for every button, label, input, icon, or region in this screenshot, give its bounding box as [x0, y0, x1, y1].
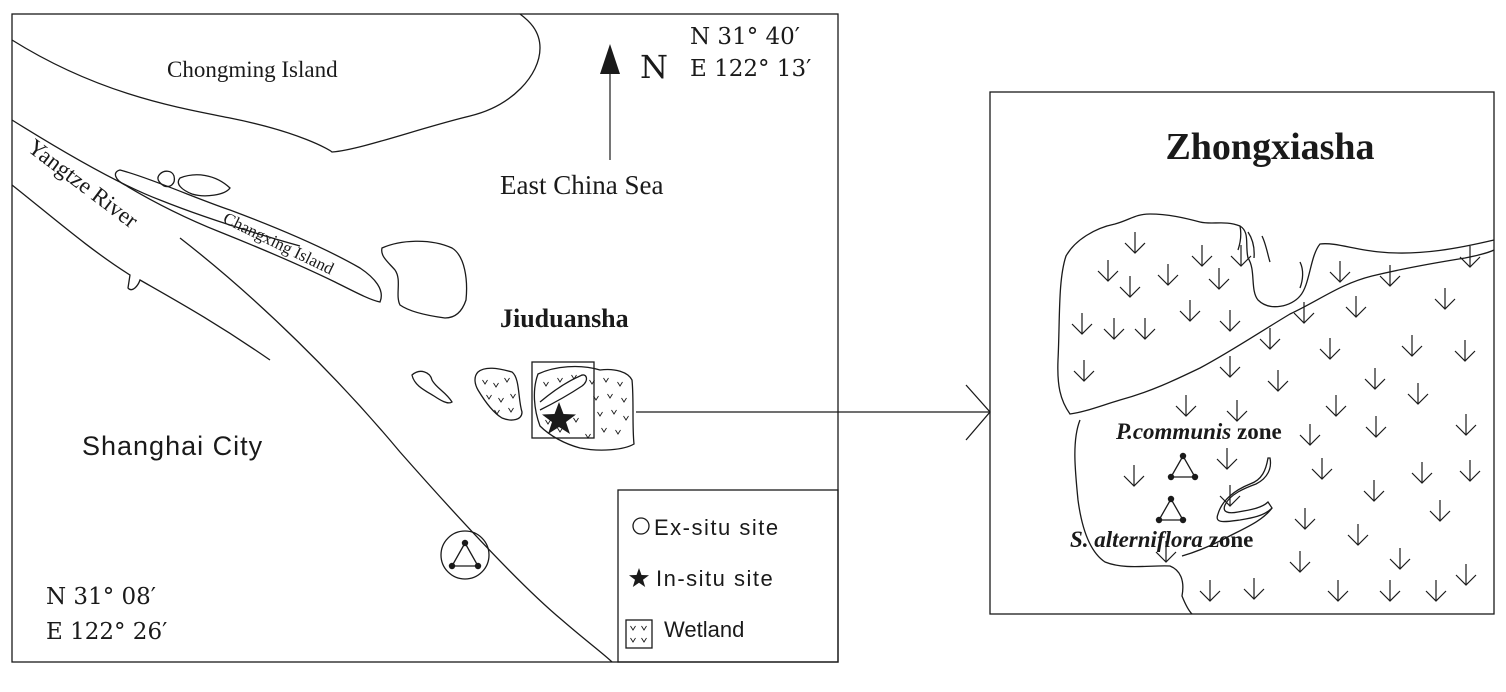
changxing-island: [114, 169, 382, 303]
east-china-sea-label: East China Sea: [500, 170, 663, 200]
inset-map: Zhongxiasha: [989, 91, 1495, 615]
wetland-east-patch: [533, 365, 635, 451]
legend-wetland-label: Wetland: [664, 617, 744, 642]
yangtze-south-bank: [11, 184, 271, 361]
coord-ne-lon: E 122° 13′: [690, 56, 811, 82]
coord-sw-lon: E 122° 26′: [46, 619, 167, 645]
inset-south-coast: [1074, 419, 1193, 615]
legend-in-situ-label: In-situ site: [656, 566, 774, 591]
wetland-west-patch: [474, 367, 523, 421]
inset-central-creek: [1216, 457, 1273, 523]
s-alterniflora-zone-label: S. alterniflora zone: [1070, 527, 1253, 552]
jiuduansha-wetlands: [474, 361, 635, 451]
shoal-island: [411, 370, 453, 404]
star-icon: [629, 568, 649, 587]
shanghai-label: Shanghai City: [82, 431, 263, 461]
hengsha-island: [381, 240, 468, 319]
legend-ex-situ-label: Ex-situ site: [654, 515, 780, 540]
legend: Ex-situ site In-situ site Wetland: [617, 489, 839, 663]
jiuduansha-label: Jiuduansha: [500, 304, 629, 333]
p-communis-site: [1167, 452, 1199, 481]
inset-extent-box: [531, 361, 595, 439]
chongming-coastline: [11, 13, 541, 153]
circle-icon: [632, 517, 650, 535]
north-arrow-icon: [600, 44, 620, 74]
chongming-label: Chongming Island: [167, 57, 338, 82]
ex-situ-site: [440, 530, 490, 580]
north-label: N: [640, 48, 668, 86]
small-island-2: [157, 170, 176, 188]
yangtze-label: Yangtze River: [23, 134, 143, 233]
main-map-frame: [11, 13, 839, 663]
changxing-label: Changxing Island: [220, 209, 337, 279]
inset-title: Zhongxiasha: [1165, 126, 1374, 168]
coord-ne-lat: N 31° 40′: [690, 24, 800, 50]
in-situ-star: [542, 402, 576, 434]
coord-sw-lat: N 31° 08′: [46, 584, 156, 610]
p-communis-zone-label: P.communis zone: [1115, 419, 1282, 444]
s-alterniflora-site: [1155, 495, 1187, 524]
inset-frame: [989, 91, 1495, 615]
legend-frame: [617, 489, 839, 663]
small-island-1: [177, 174, 231, 197]
shanghai-coastline: [179, 237, 613, 663]
north-arrow: N: [600, 44, 668, 160]
inset-north-coast: [1057, 213, 1495, 415]
north-channel-bank: [11, 119, 301, 247]
wetland-icon: [625, 619, 653, 649]
main-map: N N 31° 40′ E 122° 13′ N 31° 08′ E 122° …: [11, 13, 991, 663]
